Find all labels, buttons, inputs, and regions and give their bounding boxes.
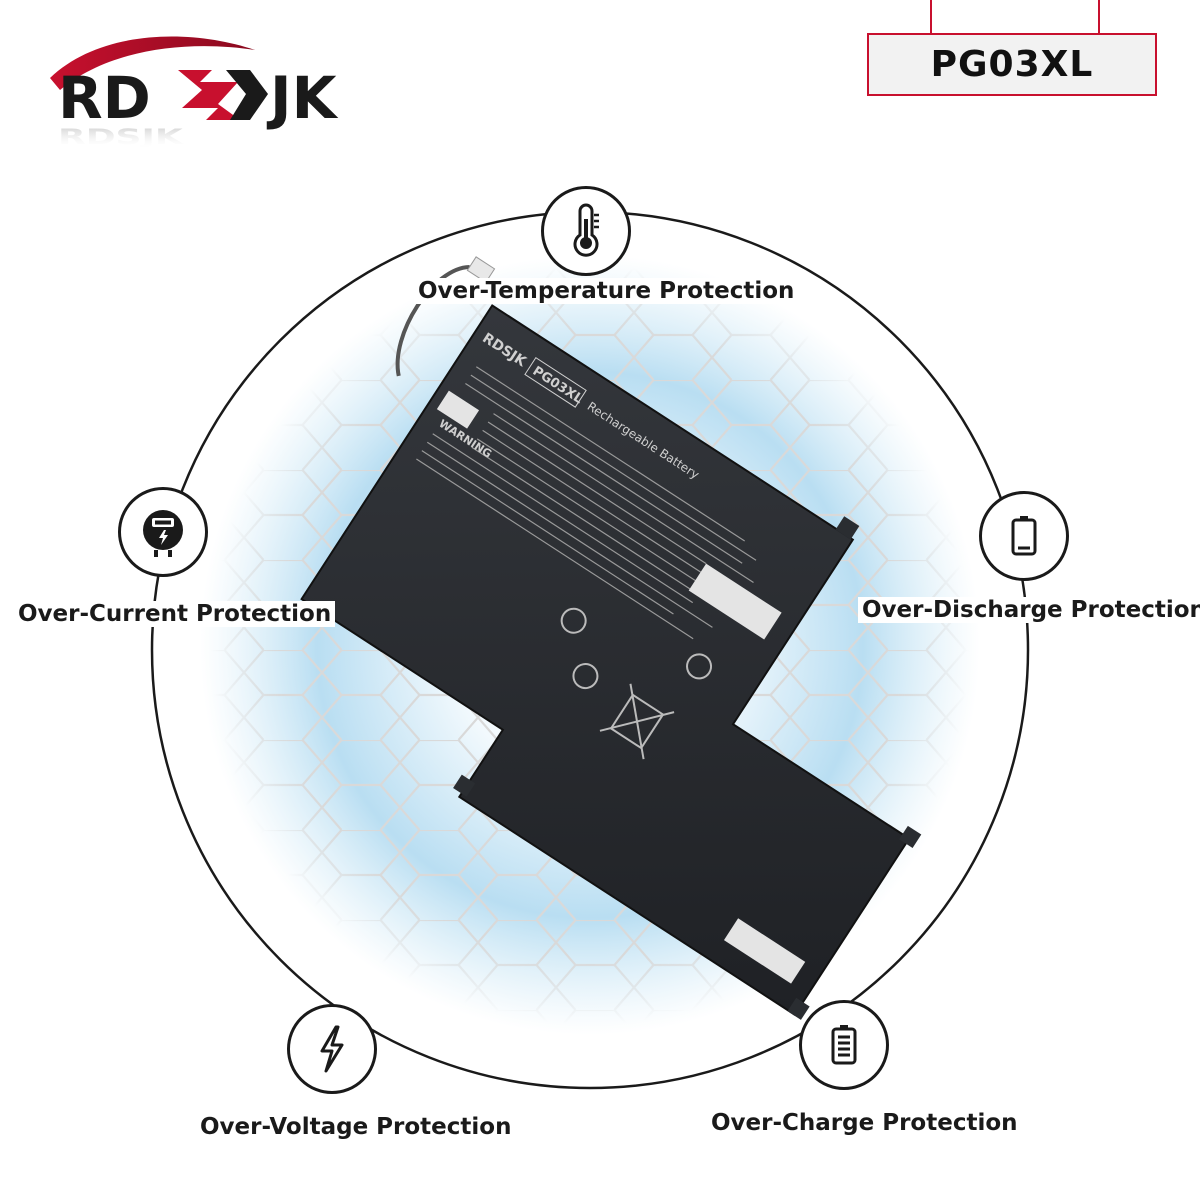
lightning-bolt-icon-badge	[287, 1004, 377, 1094]
battery-sticker-small	[436, 390, 480, 429]
over-current-label: Over-Current Protection	[14, 601, 336, 627]
battery-empty-icon	[1011, 516, 1037, 556]
over-discharge-label: Over-Discharge Protection	[858, 597, 1200, 623]
over-charge-label: Over-Charge Protection	[707, 1110, 1022, 1136]
thermometer-icon-badge	[541, 186, 631, 276]
battery-full-icon	[831, 1025, 857, 1065]
model-tag: PG03XL	[867, 33, 1157, 96]
thermometer-icon	[573, 203, 599, 257]
brand-logo: RD JK RDSJK	[40, 20, 360, 160]
over-temperature-label: Over-Temperature Protection	[414, 278, 799, 304]
battery-full-icon-badge	[799, 1000, 889, 1090]
battery-empty-icon-badge	[979, 491, 1069, 581]
battery-wire	[395, 264, 470, 377]
lightning-bolt-icon	[320, 1025, 344, 1073]
battery-pack: RDSJK PG03XL Rechargeable Battery WARNIN…	[300, 256, 922, 1020]
current-meter-icon-badge	[118, 487, 208, 577]
model-label: PG03XL	[930, 44, 1094, 85]
logo-swoosh	[50, 36, 255, 90]
over-voltage-label: Over-Voltage Protection	[196, 1114, 516, 1140]
svg-text:RD: RD	[58, 64, 151, 132]
logo-s-chevron	[178, 70, 268, 120]
svg-text:JK: JK	[266, 64, 339, 132]
battery-connector	[466, 256, 496, 283]
tag-hanger-left	[930, 0, 932, 34]
battery-sticker-large	[723, 918, 806, 984]
current-meter-icon	[143, 510, 183, 557]
tag-hanger-right	[1098, 0, 1100, 34]
svg-text:RDSJK: RDSJK	[58, 124, 184, 149]
